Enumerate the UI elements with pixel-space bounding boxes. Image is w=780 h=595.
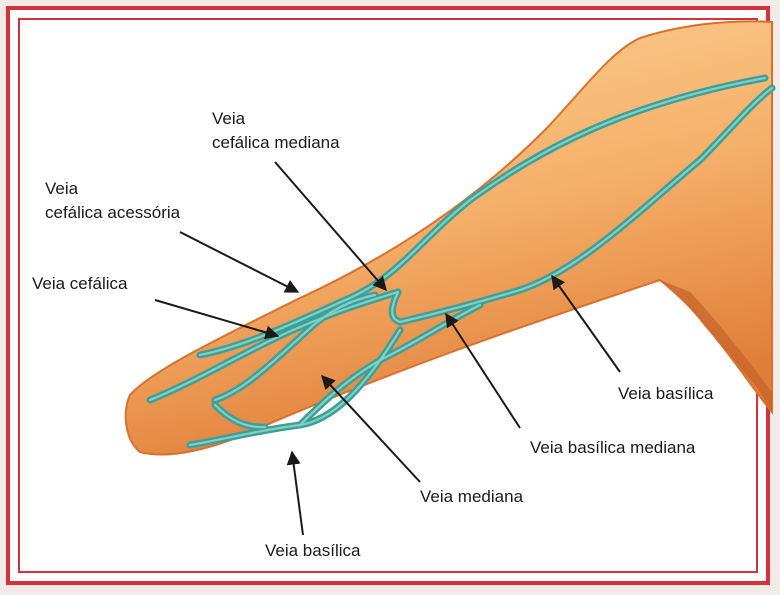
- label-cefalica-mediana-line1: Veia: [212, 108, 245, 130]
- arrow-cefalica-acessoria: [180, 232, 298, 292]
- label-cefalica: Veia cefálica: [32, 273, 127, 295]
- label-mediana: Veia mediana: [420, 486, 523, 508]
- label-basilica-right: Veia basílica: [618, 383, 713, 405]
- arrow-basilica-bottom: [292, 452, 303, 535]
- arrow-cefalica-mediana: [275, 162, 386, 290]
- label-cefalica-acessoria-line1: Veia: [45, 178, 78, 200]
- label-cefalica-acessoria-line2: cefálica acessória: [45, 202, 180, 224]
- arrow-mediana: [322, 376, 420, 482]
- label-basilica-mediana: Veia basílica mediana: [530, 437, 695, 459]
- label-basilica-bottom: Veia basílica: [265, 540, 360, 562]
- label-cefalica-mediana-line2: cefálica mediana: [212, 132, 340, 154]
